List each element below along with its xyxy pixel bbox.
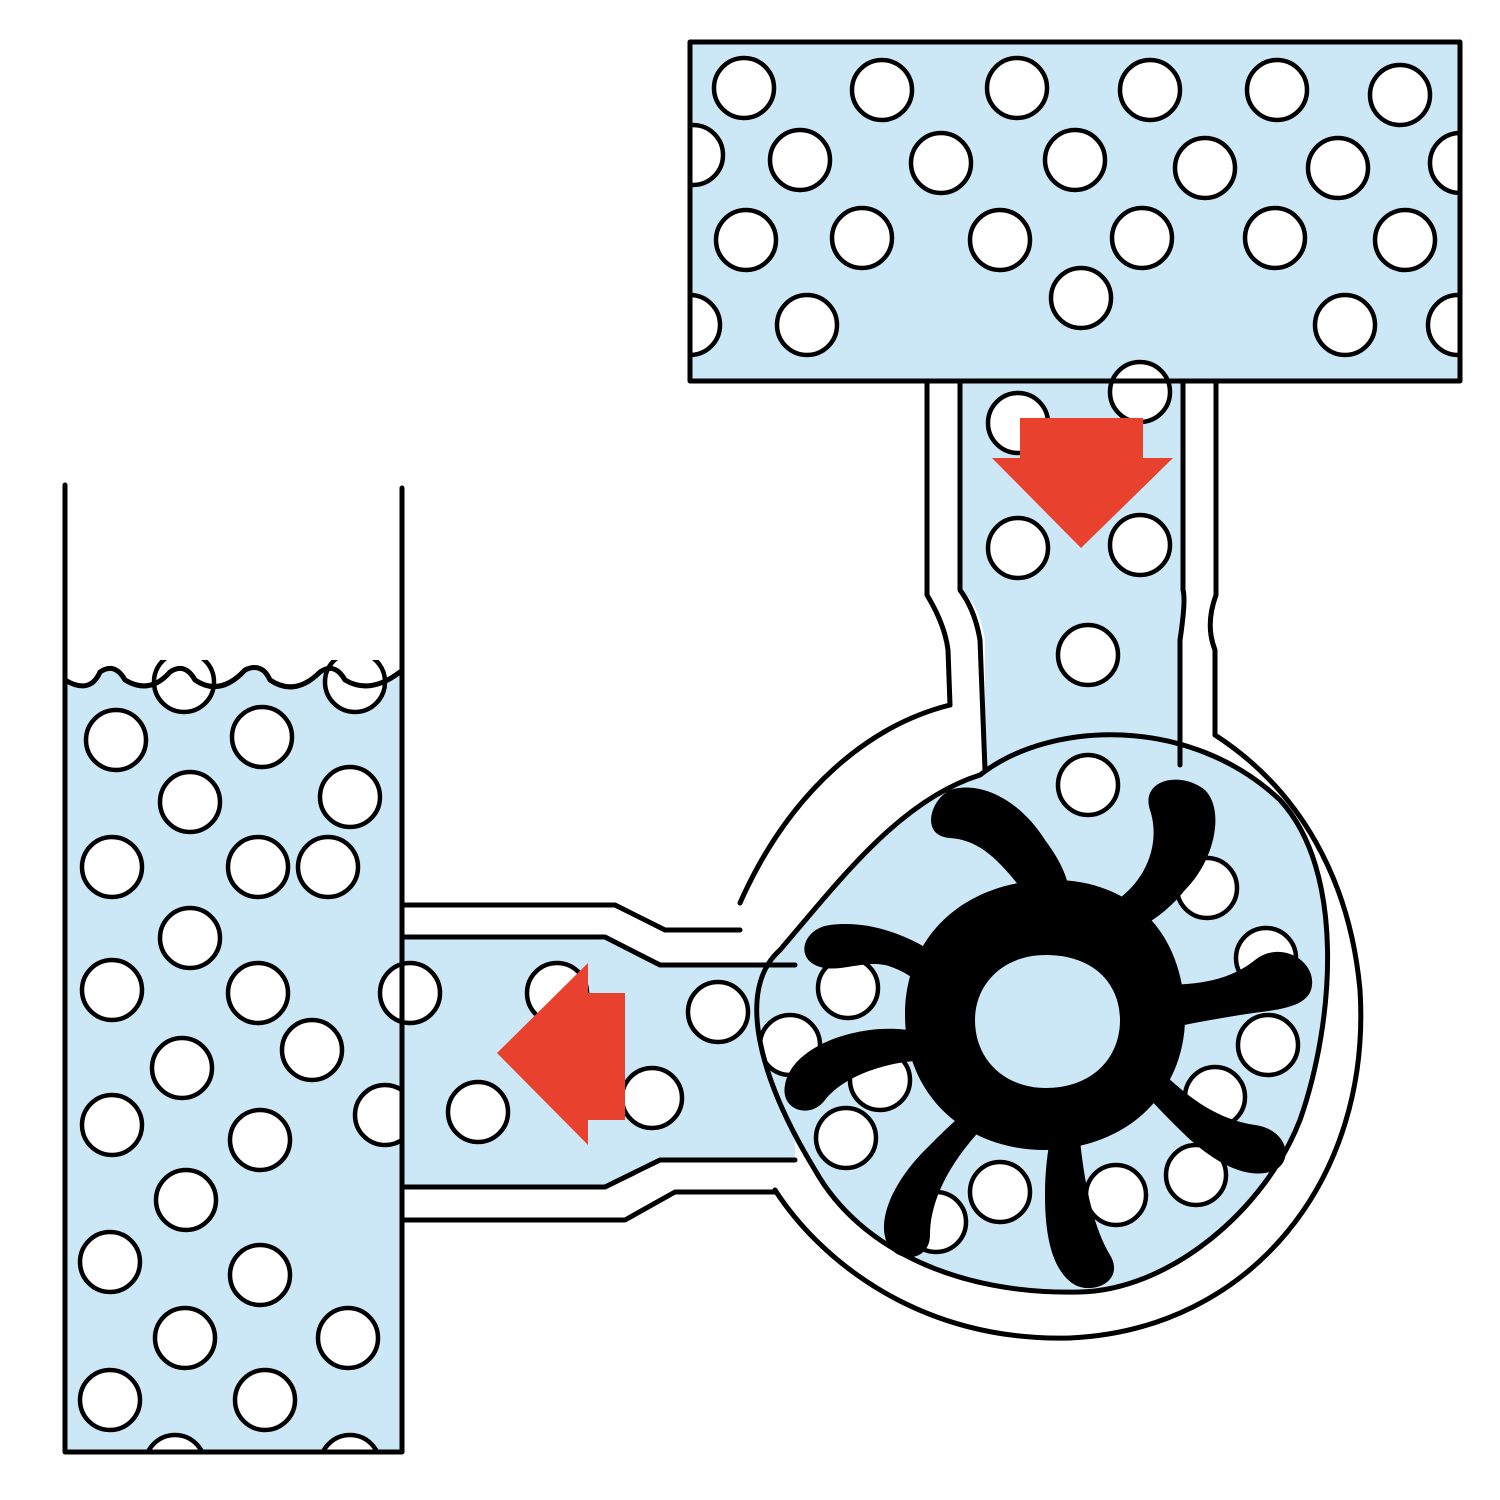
bubble <box>1242 205 1308 271</box>
top-tank-bubbles <box>690 55 1460 358</box>
bubble <box>377 960 443 1026</box>
impeller-vane <box>883 1105 990 1258</box>
impeller-vane <box>784 1028 935 1111</box>
bubble <box>279 1017 345 1083</box>
bubble <box>157 769 223 835</box>
bubble <box>317 764 383 830</box>
impeller-vane <box>1110 779 1216 935</box>
bubble <box>157 905 223 971</box>
bubble <box>77 1367 143 1433</box>
bubble <box>315 1305 381 1371</box>
bubble <box>1427 130 1460 196</box>
inlet-pipe-outer-right <box>1207 378 1219 738</box>
impeller-vane <box>1140 1070 1286 1174</box>
bubble <box>967 1159 1033 1225</box>
bubble <box>352 1082 402 1148</box>
bubble <box>1312 292 1378 358</box>
bubble <box>151 660 217 715</box>
pump-chamber <box>754 732 1331 1295</box>
bubble <box>79 1092 145 1158</box>
bubble <box>79 957 145 1023</box>
bubble <box>985 515 1051 581</box>
flow-arrows <box>497 418 1173 1145</box>
bubble <box>225 834 291 900</box>
bubble <box>145 1432 205 1452</box>
outlet-pipe-bubbles <box>377 960 751 1145</box>
outlet-pipe-inner-top <box>399 934 798 968</box>
outlet-pipe-outer-top <box>399 902 743 933</box>
bubble <box>1305 135 1371 201</box>
bubble <box>1117 57 1183 123</box>
bubble <box>619 1065 685 1131</box>
inlet-flow-arrow <box>992 418 1173 548</box>
bubble <box>1372 207 1438 273</box>
bubble <box>984 55 1050 121</box>
impeller-vane <box>1045 1140 1115 1289</box>
bubble <box>767 127 833 193</box>
bubble <box>229 704 295 770</box>
inlet-pipe-inner-right <box>1177 378 1187 768</box>
bubble <box>967 207 1033 273</box>
impeller-vane <box>804 924 945 1000</box>
bubble <box>713 207 779 273</box>
inlet-pipe-inner-left <box>957 378 988 773</box>
bubble <box>1055 622 1121 688</box>
receiving-tank <box>62 482 405 1455</box>
bubble <box>1367 62 1433 128</box>
bubble <box>711 55 777 121</box>
bubble <box>1244 57 1310 123</box>
bubble <box>320 1432 380 1452</box>
bubble <box>153 1167 219 1233</box>
bubble <box>908 130 974 196</box>
impeller-vane <box>1160 951 1313 1030</box>
bubble <box>1109 205 1175 271</box>
outlet-flow-arrow <box>497 963 625 1145</box>
bubble <box>152 1305 218 1371</box>
outlet-pipe-inner-bottom <box>399 1157 798 1190</box>
bubble <box>1055 752 1121 818</box>
bubble <box>1235 1012 1301 1078</box>
bubble <box>774 292 840 358</box>
outlines <box>62 39 1463 1455</box>
liquid-surface <box>62 665 403 690</box>
bubble <box>1163 1142 1229 1208</box>
bubble <box>83 707 149 773</box>
bubble <box>79 834 145 900</box>
flexible-impeller <box>784 779 1313 1289</box>
bubble <box>690 122 726 188</box>
bubble <box>149 1035 215 1101</box>
bubble <box>77 1229 143 1295</box>
bubble <box>685 979 751 1045</box>
bubble <box>1083 1162 1149 1228</box>
bubble <box>1107 512 1173 578</box>
bubble <box>690 292 723 358</box>
bubble <box>1107 359 1173 425</box>
inlet-pipe-outer-left <box>924 378 953 708</box>
bubble <box>232 1367 298 1433</box>
bubble <box>849 57 915 123</box>
bubble <box>227 1242 293 1308</box>
bubble <box>1172 135 1238 201</box>
bubble <box>829 205 895 271</box>
bubble <box>295 834 361 900</box>
bubble <box>225 960 291 1026</box>
bubble <box>227 1107 293 1173</box>
bubble <box>1042 127 1108 193</box>
impeller-hub <box>905 879 1186 1150</box>
bubble <box>445 1079 511 1145</box>
top-supply-tank <box>687 39 1463 384</box>
bubble <box>1048 265 1114 331</box>
outlet-pipe-outer-bottom <box>399 1189 778 1223</box>
impeller-vane <box>931 787 1070 900</box>
bubble <box>813 1105 879 1171</box>
pump-casing <box>737 702 1364 1341</box>
